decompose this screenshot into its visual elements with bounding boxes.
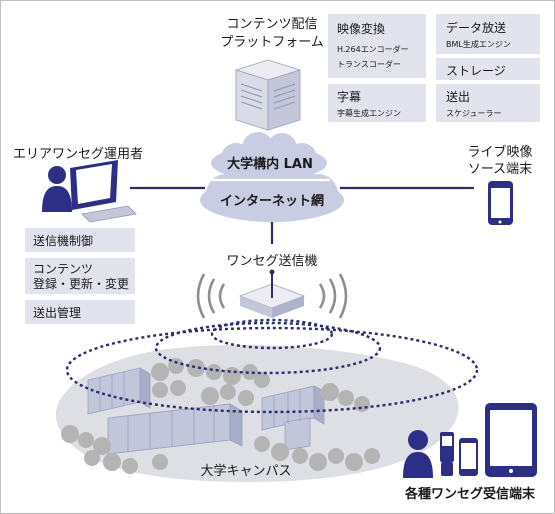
server-title-line2: プラットフォーム: [220, 35, 324, 50]
signal-waves-icon: [196, 273, 348, 319]
module-caption-box: [328, 84, 426, 122]
module-video-sub2: トランスコーダー: [337, 59, 401, 69]
tablet-icon: [485, 403, 537, 477]
function-box-content-management: [25, 258, 135, 294]
campus-illustration: [55, 344, 459, 482]
server-icon: [234, 59, 302, 131]
function-box-broadcast-management: [25, 300, 135, 324]
receivers-label: 各種ワンセグ受信端末: [404, 486, 536, 502]
transmitter-icon: [238, 269, 306, 318]
broadcast-coverage-rings: [65, 318, 479, 414]
operator-function-boxes: [25, 228, 135, 324]
module-data-sub1: BML生成エンジン: [446, 39, 511, 49]
module-output-box: [436, 84, 540, 122]
module-data-box: [436, 14, 540, 54]
source-terminal-line2: ソース端末: [468, 162, 532, 177]
smartphone-icon: [488, 181, 513, 225]
function-content-label-line2: 登録・更新・変更: [33, 276, 129, 291]
network-links: [130, 186, 474, 244]
receiver-smartphone-icon: [459, 438, 478, 476]
campus-trees: [61, 358, 380, 474]
campus-label: 大学キャンパス: [200, 463, 291, 479]
server-title-line1: コンテンツ配信: [226, 17, 317, 32]
viewer-person-icon: [403, 430, 433, 478]
module-output-title: 送出: [446, 89, 470, 104]
function-box-transmitter-control: [25, 228, 135, 252]
module-caption-sub1: 字幕生成エンジン: [337, 108, 401, 118]
module-output-sub1: スケジューラー: [446, 109, 501, 118]
module-video-box: [328, 14, 426, 78]
module-video-sub1: H.264エンコーダー: [337, 44, 409, 54]
network-clouds: [200, 132, 344, 222]
module-storage-box: [436, 58, 540, 80]
function-content-label-line1: コンテンツ: [33, 262, 93, 276]
module-storage-title: ストレージ: [446, 64, 506, 78]
function-transmitter-control-label: 送信機制御: [33, 233, 93, 248]
campus-buildings: [87, 367, 325, 455]
module-data-title: データ放送: [446, 20, 506, 35]
module-caption-title: 字幕: [337, 89, 361, 104]
function-broadcast-management-label: 送出管理: [33, 305, 81, 320]
campus-lan-label: 大学構内 LAN: [227, 156, 313, 172]
module-boxes: [328, 14, 540, 122]
labels: コンテンツ配信 プラットフォーム 映像変換 H.264エンコーダー トランスコー…: [13, 17, 536, 502]
operator-title: エリアワンセグ運用者: [13, 147, 143, 162]
module-video-title: 映像変換: [337, 21, 385, 36]
transmitter-label: ワンセグ送信機: [226, 254, 317, 269]
operator-icon: [42, 160, 137, 223]
internet-label: インターネット網: [220, 193, 324, 209]
receiver-devices: [403, 403, 537, 478]
source-terminal-line1: ライブ映像: [467, 144, 532, 160]
feature-phone-icon: [440, 432, 454, 476]
